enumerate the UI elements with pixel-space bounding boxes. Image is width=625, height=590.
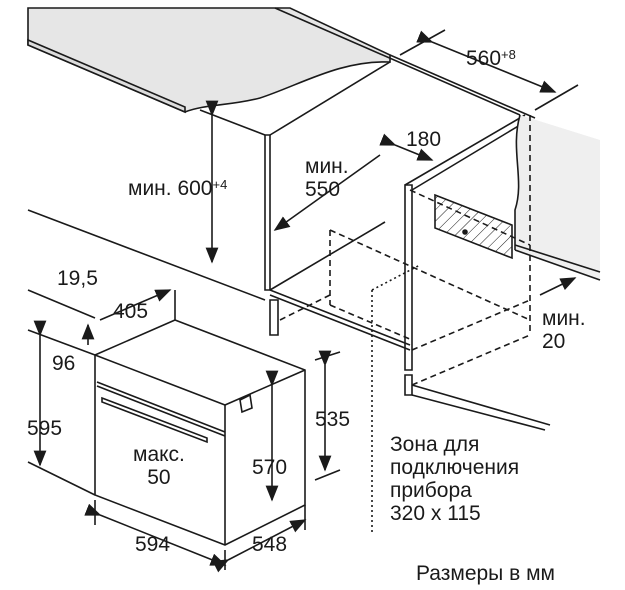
niche-width-tolerance: +8: [501, 47, 516, 62]
niche-depth-line1: мин.: [305, 155, 349, 178]
niche-height-label: мин. 600+4: [128, 177, 227, 200]
niche-depth-label: мин.550: [305, 155, 349, 201]
connection-zone-hatch: [434, 193, 513, 260]
max-50-line1: макс.: [133, 443, 185, 466]
dim-595-label: 595: [27, 417, 63, 440]
top-gap-line2: 20: [542, 330, 566, 353]
dim-570-label: 570: [252, 456, 288, 479]
dim-535-label: 535: [315, 408, 351, 431]
niche-width-label: 560+8: [466, 47, 516, 70]
niche-height-value: 600: [177, 177, 213, 200]
niche-width-value: 560: [466, 47, 502, 70]
max-50-label: макс.50: [133, 443, 185, 489]
connection-zone-line4: 320 x 115: [390, 502, 481, 525]
max-50-line2: 50: [147, 466, 171, 489]
niche-depth-line2: 550: [305, 178, 341, 201]
niche-height-prefix: мин.: [128, 177, 172, 200]
dim-96-label: 96: [52, 352, 76, 375]
top-gap-label: мин.20: [542, 307, 586, 353]
rear-gap-label: 180: [406, 128, 442, 151]
countertop: [27, 7, 391, 113]
oven-handle: [101, 396, 208, 444]
dim-405-label: 405: [113, 300, 149, 323]
oven-body: [94, 319, 306, 546]
connection-zone-line1: Зона для: [390, 433, 480, 456]
dim-548-label: 548: [252, 533, 288, 556]
connection-zone-line3: прибора: [390, 479, 472, 502]
top-gap-line1: мин.: [542, 307, 586, 330]
dim-19-5-label: 19,5: [57, 267, 98, 290]
dim-594-label: 594: [135, 533, 171, 556]
units-note: Размеры в мм: [416, 562, 555, 585]
niche-height-tolerance: +4: [212, 177, 228, 192]
connection-zone-line2: подключения: [390, 456, 520, 479]
